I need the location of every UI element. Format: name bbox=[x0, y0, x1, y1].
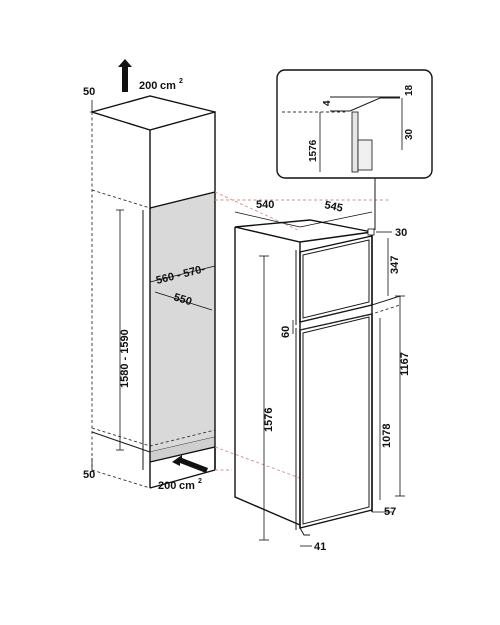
airflow-top-unit: cm bbox=[160, 80, 176, 92]
niche-outline-bottom-left bbox=[91, 469, 151, 489]
airflow-bottom-exp: 2 bbox=[198, 478, 202, 485]
guide-line-top bbox=[214, 191, 299, 231]
niche-width-dimline bbox=[149, 265, 216, 283]
fridge-depth-label: 545 bbox=[323, 199, 343, 215]
freezer-door bbox=[299, 235, 373, 323]
fridge-depth-dimline bbox=[299, 211, 373, 228]
detail-inset-hinge bbox=[349, 97, 400, 112]
fridge-door-inner bbox=[302, 316, 370, 525]
door-separator bbox=[299, 295, 401, 323]
niche-cabinet bbox=[89, 95, 216, 489]
niche-depth-dimline bbox=[154, 291, 213, 311]
detail-gap-right-top-label: 18 bbox=[404, 84, 415, 96]
detail-inset-block bbox=[357, 139, 373, 171]
airflow-top-arrow-icon bbox=[118, 59, 132, 92]
fridge-width-label: 540 bbox=[256, 199, 274, 211]
niche-height-label: 1580 - 1590 bbox=[119, 329, 131, 388]
detail-gap-top-label: 4 bbox=[322, 100, 333, 106]
airflow-bottom: 200 cm 2 bbox=[158, 455, 208, 492]
niche-interior-floor bbox=[150, 437, 215, 462]
fridge bbox=[234, 219, 401, 536]
bottom-gap-label: 57 bbox=[384, 506, 396, 518]
top-hinge-icon bbox=[367, 228, 375, 236]
airflow-bottom-unit: cm bbox=[179, 480, 195, 492]
door-separator-extension bbox=[299, 304, 401, 331]
airflow-top: 200 cm 2 bbox=[118, 59, 183, 92]
guide-lines bbox=[214, 191, 390, 479]
niche-top-offset-label: 50 bbox=[83, 86, 95, 98]
niche-bottom-offset-label: 50 bbox=[83, 469, 95, 481]
fridge-door bbox=[299, 313, 373, 529]
fridge-width-dimline bbox=[234, 211, 301, 228]
airflow-top-exp: 2 bbox=[179, 78, 183, 85]
freezer-door-inner bbox=[302, 239, 370, 319]
fridge-base bbox=[299, 527, 310, 536]
niche-top-box-front bbox=[149, 111, 216, 209]
base-depth-label: 41 bbox=[314, 541, 326, 553]
detail-gap-right-bottom-label: 30 bbox=[404, 128, 415, 140]
airflow-bottom-value: 200 bbox=[158, 480, 176, 492]
total-height-label: 1576 bbox=[263, 408, 275, 432]
fridge-door-lower-label: 1078 bbox=[381, 424, 393, 448]
niche-plinth-left bbox=[91, 431, 151, 453]
niche-top-box-top bbox=[89, 95, 216, 131]
detail-inset-door bbox=[351, 111, 359, 173]
niche-outline-top-back bbox=[91, 189, 151, 209]
niche-interior-back bbox=[149, 191, 216, 453]
detail-height-label: 1576 bbox=[308, 139, 319, 162]
detail-inset-frame bbox=[276, 69, 433, 179]
fridge-left-side bbox=[234, 227, 301, 526]
niche-plinth bbox=[149, 446, 216, 489]
fridge-top-gap-label: 30 bbox=[395, 227, 407, 239]
door-gap-label: 60 bbox=[280, 326, 292, 338]
guide-line-bottom bbox=[214, 446, 301, 479]
niche-depth-label: 550 bbox=[172, 291, 193, 308]
airflow-top-value: 200 bbox=[139, 80, 157, 92]
detail-inset: 4 18 30 1576 bbox=[276, 69, 433, 230]
fridge-door-upper-label: 1167 bbox=[399, 352, 411, 376]
freezer-height-label: 347 bbox=[389, 256, 401, 274]
fridge-dimensions: 540 545 30 347 60 1167 1078 1576 57 41 bbox=[234, 199, 411, 553]
airflow-bottom-arrow-icon bbox=[172, 455, 208, 473]
fridge-top-face bbox=[234, 219, 373, 243]
